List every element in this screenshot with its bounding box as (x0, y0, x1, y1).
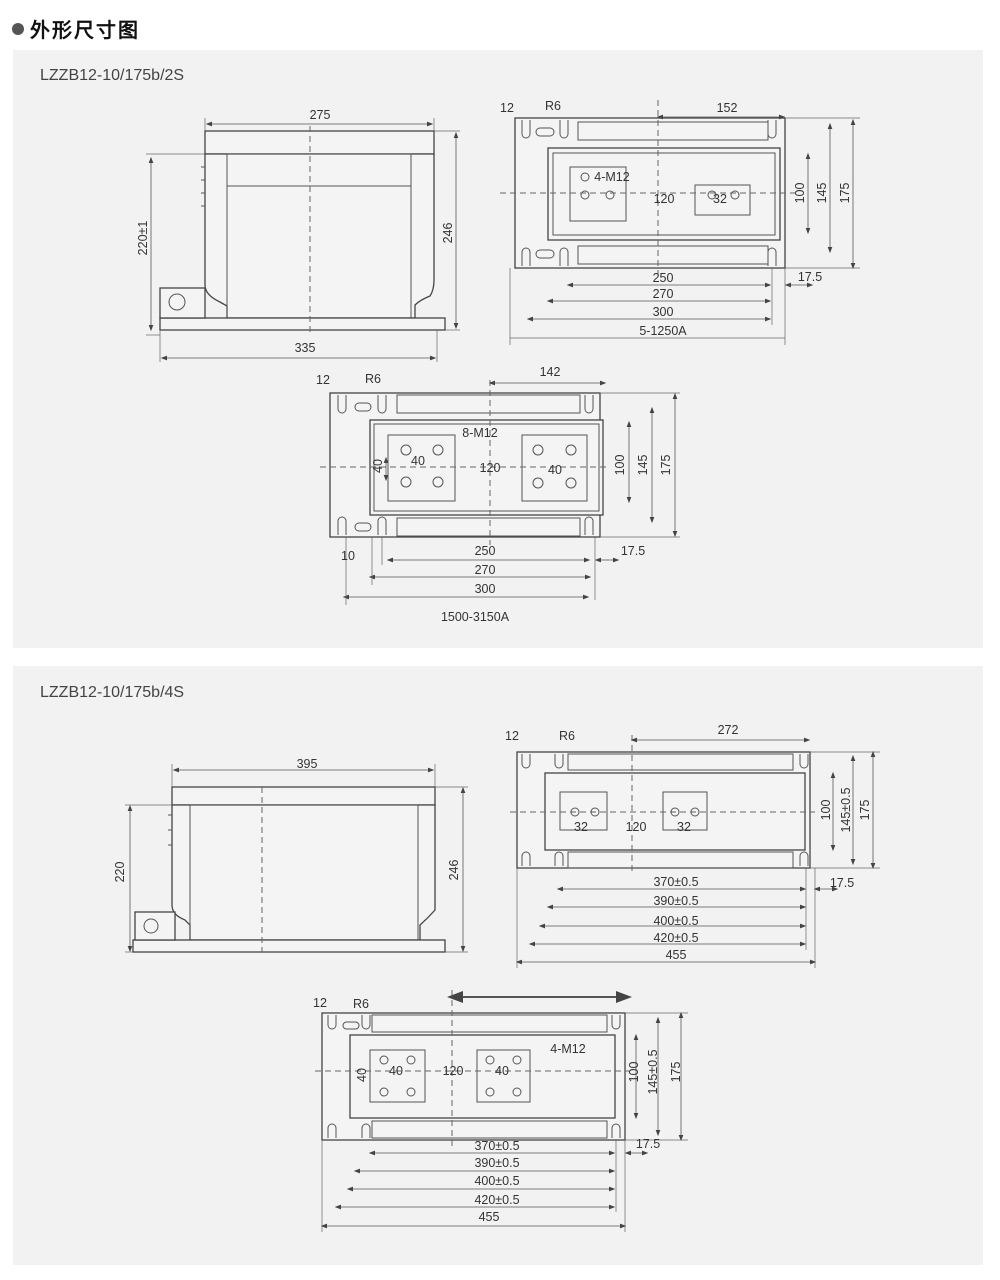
dim-label: 246 (441, 223, 455, 244)
drawing-caption: 1500-3150A (441, 610, 510, 624)
dim-label: 250 (475, 544, 496, 558)
dim-label: 270 (475, 563, 496, 577)
dim-label: 120 (626, 820, 647, 834)
dim-label: 40 (371, 459, 385, 473)
dim-label: 335 (295, 341, 316, 355)
panel-4s (13, 666, 983, 1265)
dim-label: 12 (505, 729, 519, 743)
dim-label: 100 (793, 183, 807, 204)
dim-label: 142 (540, 365, 561, 379)
dim-label: 300 (475, 582, 496, 596)
side-view-4s: 395 246 220 (113, 757, 468, 953)
dim-label: 220±1 (136, 221, 150, 256)
dim-label: 370±0.5 (653, 875, 698, 889)
dim-label: 145±0.5 (839, 787, 853, 832)
dim-label: 17.5 (636, 1137, 660, 1151)
dim-label: 100 (627, 1062, 641, 1083)
dim-label: 400±0.5 (653, 914, 698, 928)
dim-label: 17.5 (798, 270, 822, 284)
top-view-4s-high: 12 R6 4-M12 40 40 120 40 100 145±0.5 175… (313, 990, 688, 1232)
dim-label: 8-M12 (462, 426, 497, 440)
dim-label: 270 (653, 287, 674, 301)
dim-label: 40 (495, 1064, 509, 1078)
dim-label: 420±0.5 (474, 1193, 519, 1207)
dim-label: 220 (113, 862, 127, 883)
dim-label: 145 (636, 455, 650, 476)
dim-label: 120 (480, 461, 501, 475)
dim-label: 17.5 (830, 876, 854, 890)
dim-label: 300 (653, 305, 674, 319)
dim-label: 100 (613, 455, 627, 476)
dim-label: 12 (500, 101, 514, 115)
dim-label: 420±0.5 (653, 931, 698, 945)
dim-label: 100 (819, 800, 833, 821)
dim-label: 120 (443, 1064, 464, 1078)
model-label: LZZB12-10/175b/2S (40, 67, 184, 84)
dim-label: 272 (718, 723, 739, 737)
dim-label: 40 (355, 1068, 369, 1082)
drawing-caption: 5-1250A (639, 324, 687, 338)
dim-label: R6 (545, 99, 561, 113)
dim-label: 395 (297, 757, 318, 771)
dim-label: 32 (574, 820, 588, 834)
dim-label: 246 (447, 860, 461, 881)
page-title: 外形尺寸图 (30, 18, 140, 42)
dim-label: R6 (559, 729, 575, 743)
top-view-4s-low: 12 R6 272 32 120 32 100 145±0.5 175 370±… (505, 723, 880, 968)
dim-label: 145±0.5 (646, 1049, 660, 1094)
dim-label: R6 (353, 997, 369, 1011)
panel-2s (13, 50, 983, 648)
dim-label: 32 (677, 820, 691, 834)
dim-label: 4-M12 (594, 170, 629, 184)
dim-label: 400±0.5 (474, 1174, 519, 1188)
dim-label: 40 (548, 463, 562, 477)
dim-label: 175 (669, 1062, 683, 1083)
dim-label: 390±0.5 (653, 894, 698, 908)
dim-label: R6 (365, 372, 381, 386)
dim-label: 250 (653, 271, 674, 285)
dim-label: 175 (838, 183, 852, 204)
dim-label: 455 (479, 1210, 500, 1224)
top-view-2s-1250a: 12 R6 152 4-M12 120 32 100 145 175 250 2… (500, 99, 860, 345)
dim-label: 175 (858, 800, 872, 821)
dim-label: 390±0.5 (474, 1156, 519, 1170)
dim-label: 12 (316, 373, 330, 387)
dim-label: 275 (310, 108, 331, 122)
model-label: LZZB12-10/175b/4S (40, 684, 184, 701)
bullet-icon (12, 22, 24, 35)
dim-label: 370±0.5 (474, 1139, 519, 1153)
dim-label: 32 (713, 192, 727, 206)
top-view-2s-3150a: 12 R6 142 8-M12 40 40 120 40 100 145 175… (316, 365, 680, 624)
dim-label: 40 (389, 1064, 403, 1078)
side-view-2s: 275 246 220±1 335 (136, 108, 460, 362)
dim-label: 175 (659, 455, 673, 476)
dim-label: 455 (666, 948, 687, 962)
dim-label: 152 (717, 101, 738, 115)
dim-label: 12 (313, 996, 327, 1010)
dim-label: 17.5 (621, 544, 645, 558)
dim-label: 145 (815, 183, 829, 204)
dim-label: 40 (411, 454, 425, 468)
dim-label: 120 (654, 192, 675, 206)
section-heading: 外形尺寸图 (12, 14, 140, 43)
dim-label: 4-M12 (550, 1042, 585, 1056)
dim-label: 10 (341, 549, 355, 563)
